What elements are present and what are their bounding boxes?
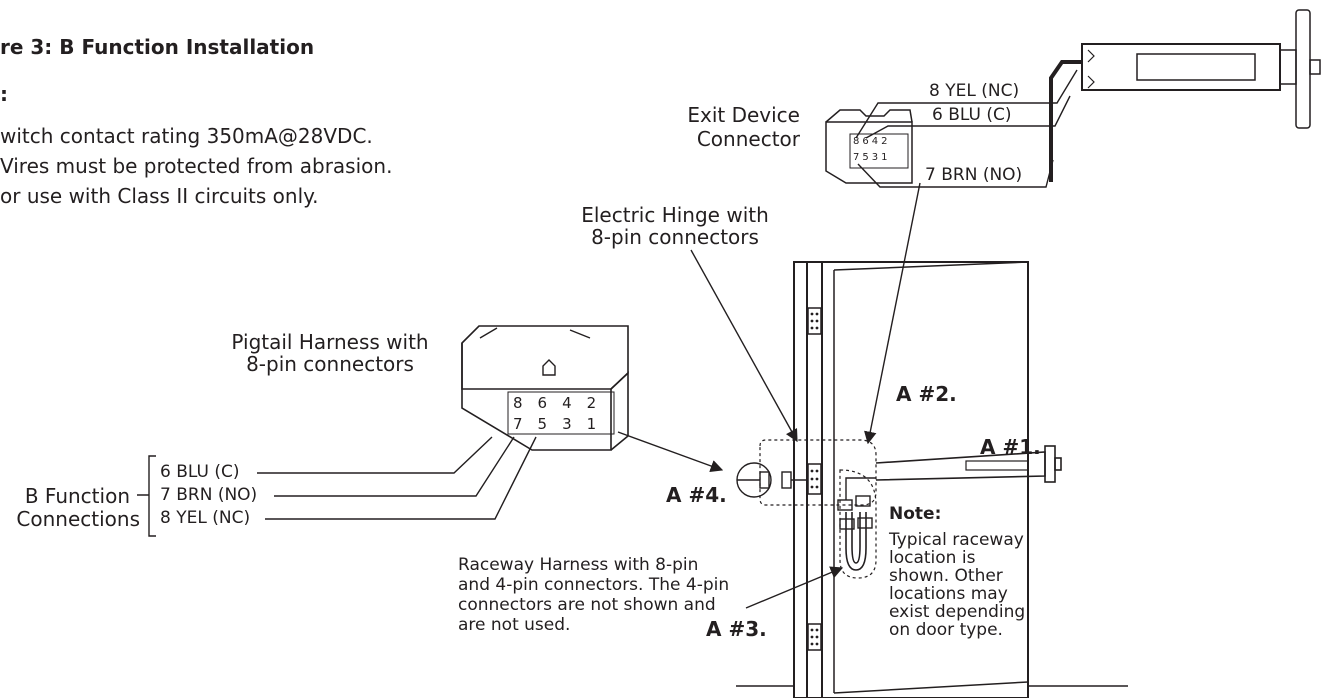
exit-connector-wires — [855, 69, 1078, 188]
b-wire-yel: 8 YEL (NC) — [160, 508, 251, 528]
note-line-3: or use with Class II circuits only. — [0, 184, 319, 208]
b-wire-brn: 7 BRN (NO) — [160, 485, 258, 505]
raceway-line-1: Raceway Harness with 8-pin — [458, 555, 699, 575]
pigtail-harness-connector — [461, 325, 629, 451]
note-line-1: witch contact rating 350mA@28VDC. — [0, 124, 373, 148]
exit-connector-pins-bottom: 7531 — [853, 152, 891, 163]
exit-wire-blu: 6 BLU (C) — [932, 105, 1012, 125]
note-title: Note: — [889, 504, 942, 524]
exit-connector-label-1: Exit Device — [687, 103, 800, 127]
pigtail-wires — [257, 436, 537, 520]
raceway-line-4: are not used. — [458, 615, 571, 635]
hinge-dashed-region — [759, 439, 877, 506]
exit-connector-label-2: Connector — [696, 127, 800, 151]
exit-device-top — [1049, 9, 1321, 182]
exit-connector-pins-top: 8642 — [853, 136, 891, 147]
hinge-connectors — [736, 462, 808, 498]
b-function-label-1: B Function — [24, 484, 130, 508]
pigtail-label-1: Pigtail Harness with — [231, 330, 429, 354]
door-exit-bar — [875, 445, 1062, 483]
notes-label: : — [0, 82, 8, 106]
electric-hinge-label-1: Electric Hinge with — [581, 203, 769, 227]
raceway-line-3: connectors are not shown and — [458, 595, 716, 615]
electric-hinge-label-2: 8-pin connectors — [591, 225, 759, 249]
callout-a2: A #2. — [896, 382, 957, 406]
note-line-2: Vires must be protected from abrasion. — [0, 154, 393, 178]
b-wire-blu: 6 BLU (C) — [160, 462, 240, 482]
callout-a4: A #4. — [666, 483, 727, 507]
callout-a1: A #1. — [980, 435, 1041, 459]
pigtail-pins-bottom: 7531 — [513, 415, 612, 433]
raceway-line-2: and 4-pin connectors. The 4-pin — [458, 575, 730, 595]
exit-device-connector — [825, 109, 913, 184]
figure-title: re 3: B Function Installation — [0, 35, 315, 59]
callout-a3: A #3. — [706, 617, 767, 641]
pigtail-label-2: 8-pin connectors — [246, 352, 414, 376]
note-text: Typical raceway location is shown. Other… — [889, 530, 1026, 640]
raceway-harness — [837, 477, 876, 571]
b-function-label-2: Connections — [16, 507, 140, 531]
exit-wire-brn: 7 BRN (NO) — [925, 165, 1023, 185]
exit-wire-yel: 8 YEL (NC) — [929, 81, 1020, 101]
pigtail-pins-top: 8642 — [513, 394, 612, 412]
